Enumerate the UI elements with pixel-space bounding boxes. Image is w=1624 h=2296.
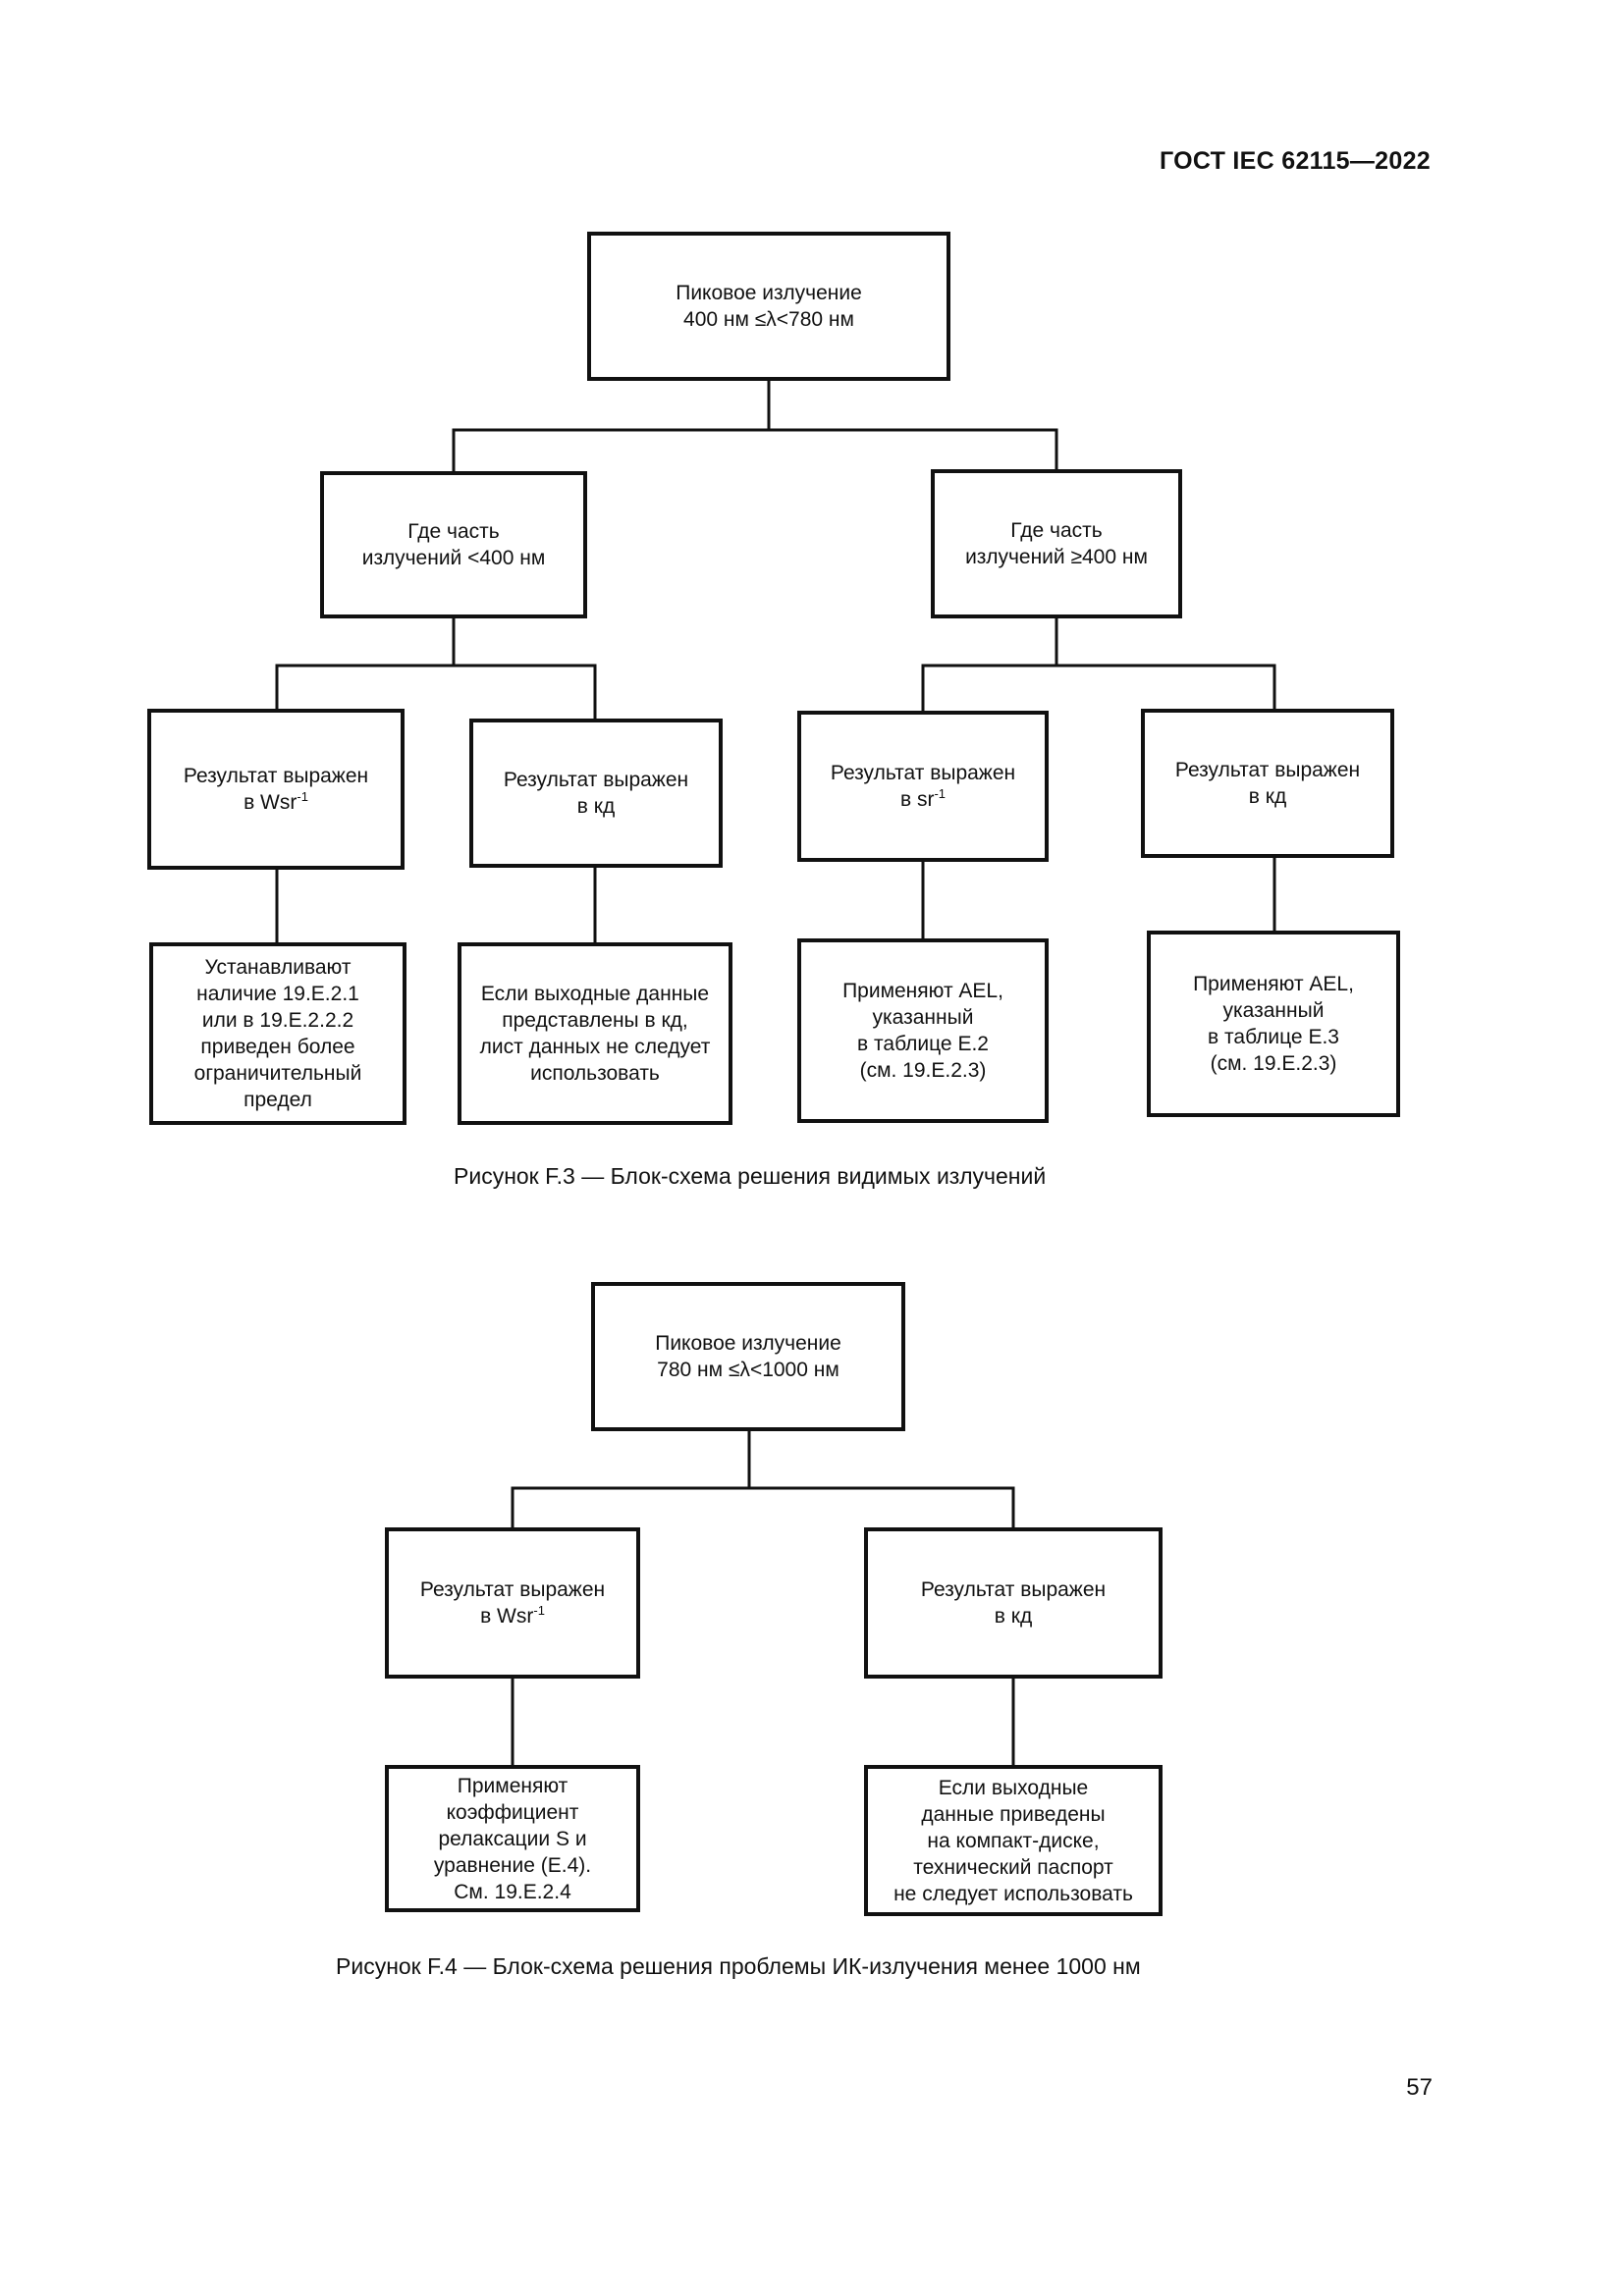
box-label-text: Результат выражен в sr	[830, 762, 1016, 811]
f3-right-branch-box: Где часть излучений ≥400 нм	[931, 469, 1182, 618]
connector-line	[511, 1486, 1015, 1529]
figure-caption: Рисунок F.3 — Блок-схема решения видимых…	[454, 1163, 1047, 1189]
superscript: -1	[297, 789, 308, 804]
box-label: Применяют AEL, указанный в таблице E.3 (…	[1193, 973, 1354, 1075]
f4-result-cd-box: Результат выражен в кд	[864, 1527, 1163, 1679]
f3-result-sr-box: Результат выражен в sr-1	[797, 711, 1049, 862]
f4-result-wsr-box: Результат выражен в Wsr-1	[385, 1527, 640, 1679]
box-label: Пиковое излучение 400 нм ≤λ<780 нм	[676, 282, 862, 331]
standard-designation: ГОСТ IEC 62115—2022	[1159, 147, 1431, 175]
box-label: Если выходные данные приведены на компак…	[893, 1776, 1133, 1905]
box-label: Где часть излучений <400 нм	[361, 520, 546, 569]
f3-result-cd-left-box: Результат выражен в кд	[469, 719, 723, 868]
f3-result-wsr-box: Результат выражен в Wsr-1	[147, 709, 405, 870]
box-label: Где часть излучений ≥400 нм	[965, 519, 1148, 568]
superscript: -1	[934, 786, 947, 801]
connector-line	[275, 664, 597, 721]
box-label: Устанавливают наличие 19.E.2.1 или в 19.…	[193, 956, 362, 1111]
box-label: Результат выражен в кд	[920, 1578, 1107, 1628]
f3-outcome-3-box: Применяют AEL, указанный в таблице E.2 (…	[797, 938, 1049, 1123]
connector-line	[452, 428, 1058, 473]
superscript: -1	[533, 1603, 545, 1618]
box-label: Применяют AEL, указанный в таблице E.2 (…	[842, 980, 1003, 1082]
f3-root-box: Пиковое излучение 400 нм ≤λ<780 нм	[587, 232, 950, 381]
f3-left-branch-box: Где часть излучений <400 нм	[320, 471, 587, 618]
f3-result-cd-right-box: Результат выражен в кд	[1141, 709, 1394, 858]
box-label: Результат выражен в Wsr-1	[420, 1576, 605, 1629]
box-label: Результат выражен в кд	[1174, 759, 1361, 808]
box-label: Результат выражен в кд	[503, 769, 689, 818]
f4-outcome-1-box: Применяют коэффициент релаксации S и ура…	[385, 1765, 640, 1912]
f3-outcome-1-box: Устанавливают наличие 19.E.2.1 или в 19.…	[149, 942, 406, 1125]
f3-outcome-2-box: Если выходные данные представлены в кд, …	[458, 942, 732, 1125]
f4-root-box: Пиковое излучение 780 нм ≤λ<1000 нм	[591, 1282, 905, 1431]
box-label-text: Результат выражен в Wsr	[183, 765, 369, 814]
box-label: Результат выражен в sr-1	[831, 760, 1015, 813]
f3-outcome-4-box: Применяют AEL, указанный в таблице E.3 (…	[1147, 931, 1400, 1117]
box-label: Применяют коэффициент релаксации S и ура…	[433, 1774, 592, 1903]
figure-caption: Рисунок F.4 — Блок-схема решения проблем…	[336, 1953, 1141, 1979]
box-label-text: Результат выражен в Wsr	[419, 1578, 606, 1628]
box-label: Результат выражен в Wsr-1	[184, 763, 368, 816]
connector-line	[921, 664, 1276, 713]
page-number: 57	[1406, 2074, 1433, 2101]
box-label: Пиковое излучение 780 нм ≤λ<1000 нм	[655, 1332, 841, 1381]
box-label: Если выходные данные представлены в кд, …	[479, 983, 711, 1085]
f4-outcome-2-box: Если выходные данные приведены на компак…	[864, 1765, 1163, 1916]
